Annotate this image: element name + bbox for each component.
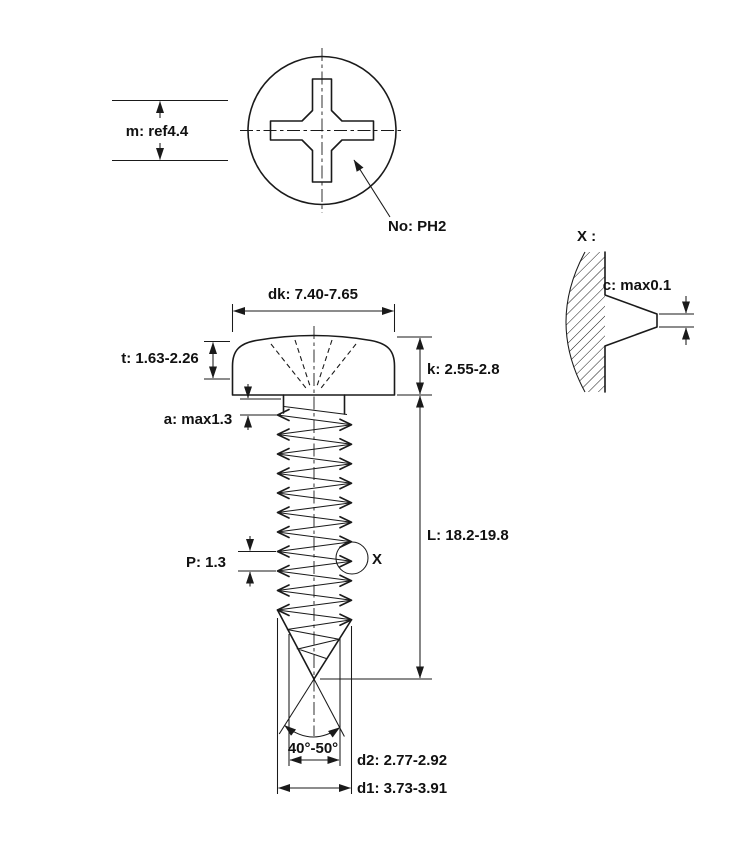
dimension-angle: 40°-50° (277, 678, 351, 757)
dimension-c: c: max0.1 (603, 277, 694, 345)
thread-crests-right (339, 418, 353, 627)
label-t: t: 1.63-2.26 (121, 350, 199, 367)
hidden-line (316, 339, 333, 387)
head-outline-circle (247, 55, 397, 206)
thread-crests-left (276, 408, 290, 617)
recess-hidden-lines (270, 339, 357, 391)
angle-arc (284, 725, 341, 738)
detail-title: X : (577, 228, 596, 245)
section-hatching (566, 252, 605, 392)
hidden-line (294, 339, 311, 387)
dimension-p: P: 1.3 (186, 536, 276, 587)
label-m: m: ref4.4 (126, 123, 189, 140)
callout-no-ph2: No: PH2 (353, 159, 446, 235)
dimension-d1: d1: 3.73-3.91 (276, 618, 447, 797)
label-c: c: max0.1 (603, 277, 671, 294)
break-line (565, 251, 586, 393)
dimension-k: k: 2.55-2.8 (397, 336, 500, 395)
label-dk: dk: 7.40-7.65 (268, 286, 358, 303)
dimension-a: a: max1.3 (164, 384, 281, 430)
dimension-t: t: 1.63-2.26 (121, 340, 230, 380)
detail-callout-x: X (335, 541, 382, 575)
label-backdrop (277, 740, 351, 756)
dimension-dk: dk: 7.40-7.65 (231, 286, 396, 332)
label-d1: d1: 3.73-3.91 (357, 780, 447, 797)
dimension-d2: d2: 2.77-2.92 (288, 634, 447, 769)
thread-start-line (283, 405, 348, 416)
dimension-m: m: ref4.4 (112, 99, 228, 162)
leader-line (353, 159, 391, 218)
detail-circle (335, 541, 369, 575)
thread-helix-lines (277, 414, 352, 660)
top-view: m: ref4.4 No: PH2 (112, 48, 446, 235)
detail-view-x: X : c: max0.1 (565, 228, 694, 393)
label-d2: d2: 2.77-2.92 (357, 752, 447, 769)
label-k: k: 2.55-2.8 (427, 361, 500, 378)
label-a: a: max1.3 (164, 411, 232, 428)
label-no: No: PH2 (388, 218, 446, 235)
side-view: dk: 7.40-7.65 t: 1.63-2.26 k: 2.55-2.8 a… (121, 286, 508, 797)
head-outline (231, 334, 396, 396)
hidden-line (319, 343, 357, 391)
point-edge-right (313, 618, 353, 680)
phillips-recess-outline (269, 78, 375, 183)
dimension-L: L: 18.2-19.8 (320, 394, 509, 680)
point-edge-left (276, 609, 315, 680)
hidden-line (270, 343, 308, 391)
thread-profile-outline (604, 251, 658, 393)
label-angle: 40°-50° (288, 740, 338, 757)
label-x-callout: X (372, 551, 382, 568)
angle-extension-line (278, 678, 315, 735)
label-L: L: 18.2-19.8 (427, 527, 509, 544)
label-p: P: 1.3 (186, 554, 226, 571)
